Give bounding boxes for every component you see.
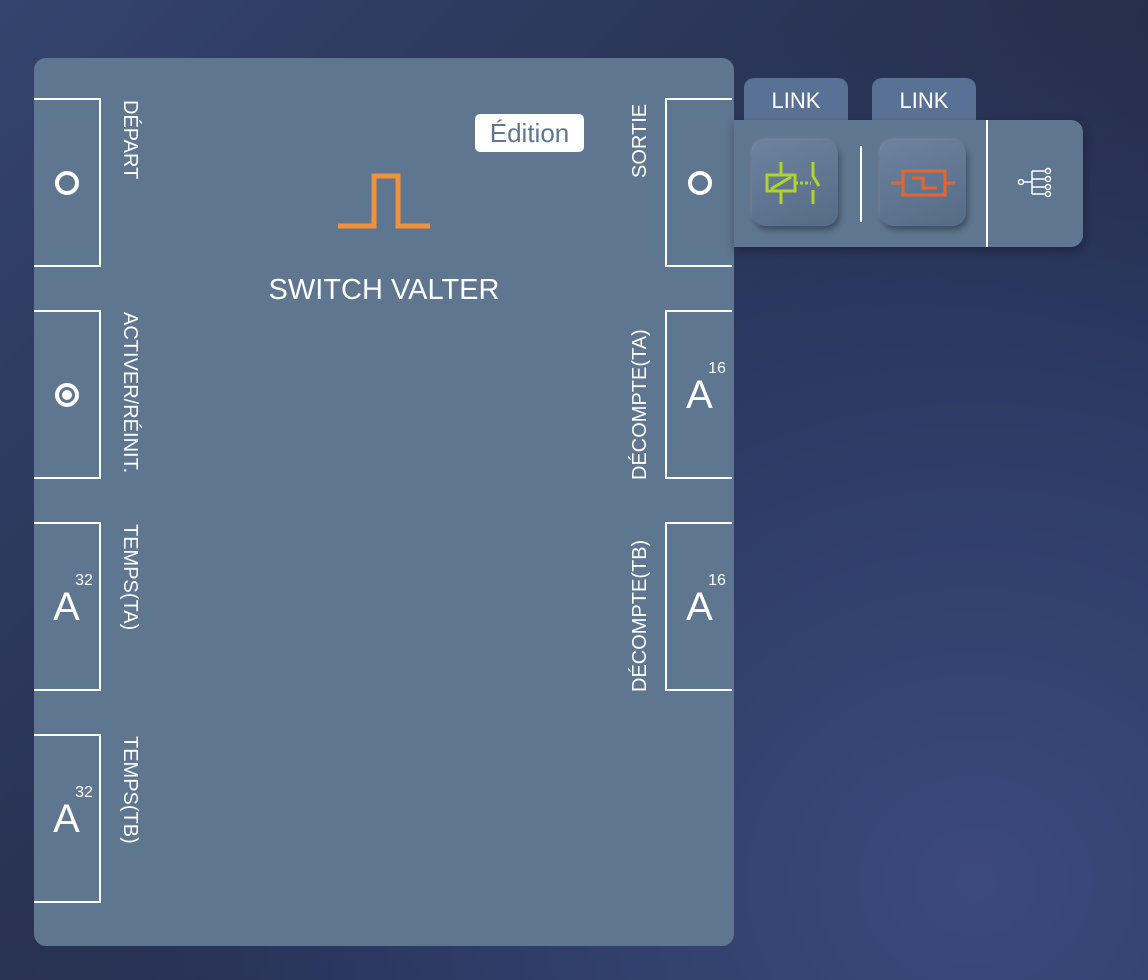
block-title: SWITCH VALTER: [268, 274, 500, 306]
digital-off-icon: [687, 170, 712, 195]
digital-off-icon: [54, 170, 79, 195]
output-port-sortie[interactable]: [665, 98, 732, 267]
tree-connections-icon: [1017, 167, 1052, 198]
toolbar-divider: [986, 120, 988, 247]
edition-badge[interactable]: Édition: [475, 114, 584, 152]
input-port-activer[interactable]: [34, 310, 101, 479]
input-label: ACTIVER/RÉINIT.: [119, 312, 141, 474]
input-label: TEMPS(TA): [119, 524, 141, 631]
timer-button[interactable]: [880, 140, 966, 226]
output-label: DÉCOMPTE(TB): [629, 539, 651, 692]
function-block-panel: [34, 58, 734, 946]
timer-block-icon: [891, 169, 955, 197]
link-tab-2[interactable]: LINK: [872, 78, 976, 122]
connections-button[interactable]: [1016, 166, 1056, 205]
pulse-icon: [338, 173, 430, 229]
output-label: SORTIE: [629, 103, 651, 178]
relay-button[interactable]: [752, 140, 838, 226]
link-toolbar: [734, 120, 1083, 247]
input-port-depart[interactable]: [34, 98, 101, 267]
digital-on-icon: [54, 382, 79, 407]
input-label: TEMPS(TB): [119, 736, 141, 844]
toolbar-divider: [860, 146, 862, 222]
input-label: DÉPART: [119, 100, 141, 180]
relay-icon: [765, 162, 821, 204]
link-tab-1[interactable]: LINK: [744, 78, 848, 122]
output-label: DÉCOMPTE(TA): [629, 329, 651, 480]
